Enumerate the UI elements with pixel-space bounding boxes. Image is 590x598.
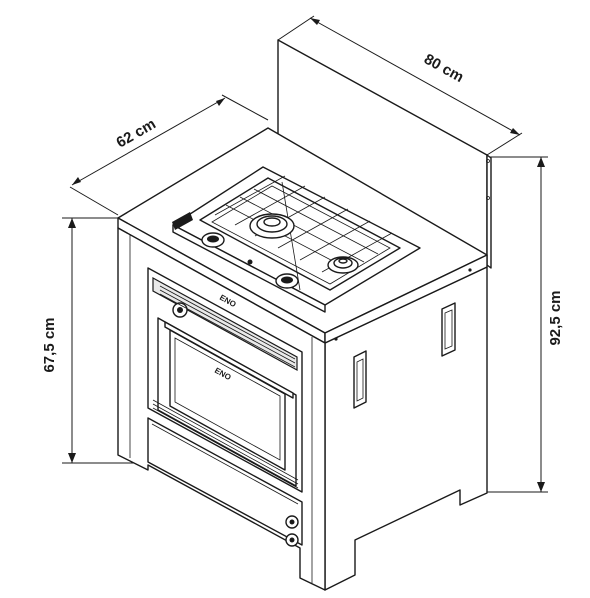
- hob-knob-icon-2[interactable]: [275, 273, 299, 289]
- small-burner-icon: [327, 256, 359, 274]
- storage-drawer[interactable]: [147, 417, 303, 547]
- worktop-fixing-icon: [468, 268, 472, 272]
- pan-support-grid: [199, 175, 401, 291]
- dimension-cabinet-height: 67,5 cm: [41, 217, 145, 464]
- oven-door-handle-icon[interactable]: [164, 321, 294, 399]
- gas-hob: [172, 166, 421, 313]
- total-height-label: 92,5 cm: [547, 290, 564, 345]
- oven-vent-bottom: [152, 399, 299, 489]
- hob-knob-icon-1[interactable]: [201, 232, 225, 248]
- oven-door[interactable]: ENO: [157, 317, 297, 487]
- cabinet-height-label: 67,5 cm: [41, 317, 58, 372]
- indicator-light-icon: [247, 259, 253, 265]
- ignition-button[interactable]: [172, 212, 193, 230]
- oven-vent-top: [159, 285, 296, 368]
- side-handle-left: [353, 350, 367, 409]
- side-handle-right: [441, 302, 456, 357]
- large-burner-icon: [249, 213, 295, 239]
- width-label: 80 cm: [421, 51, 466, 86]
- right-side-panel: [324, 266, 488, 591]
- oven: ENO ENO: [147, 267, 303, 493]
- depth-label: 62 cm: [114, 115, 159, 151]
